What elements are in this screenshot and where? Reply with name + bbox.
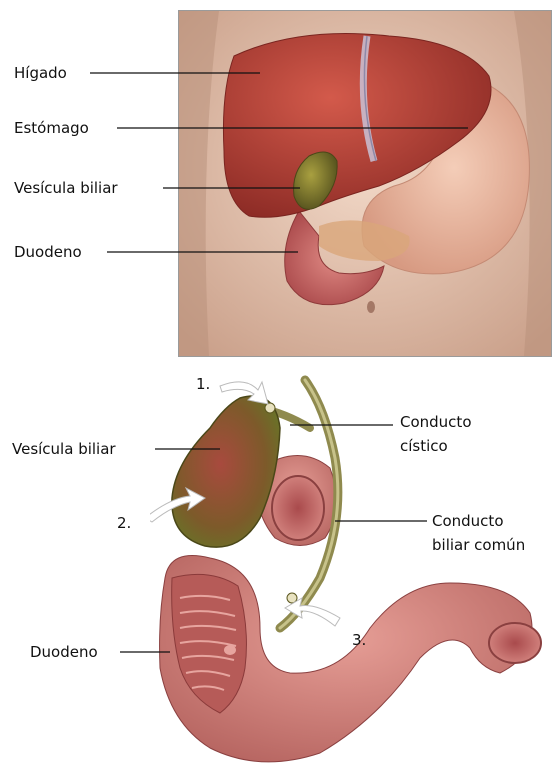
marker-2: 2. [117, 514, 131, 532]
label-cystic-duct-2: cístico [400, 437, 448, 455]
label-liver: Hígado [14, 64, 67, 82]
marker-1: 1. [196, 375, 210, 393]
label-gallbladder-bottom: Vesícula biliar [12, 440, 116, 458]
label-duodenum-top: Duodeno [14, 243, 82, 261]
label-duodenum-bottom: Duodeno [30, 643, 98, 661]
label-gallbladder-top: Vesícula biliar [14, 179, 118, 197]
label-common-bile-duct-2: biliar común [432, 536, 525, 554]
label-stomach: Estómago [14, 119, 89, 137]
label-common-bile-duct-1: Conducto [432, 512, 504, 530]
marker-3: 3. [352, 631, 366, 649]
label-cystic-duct-1: Conducto [400, 413, 472, 431]
